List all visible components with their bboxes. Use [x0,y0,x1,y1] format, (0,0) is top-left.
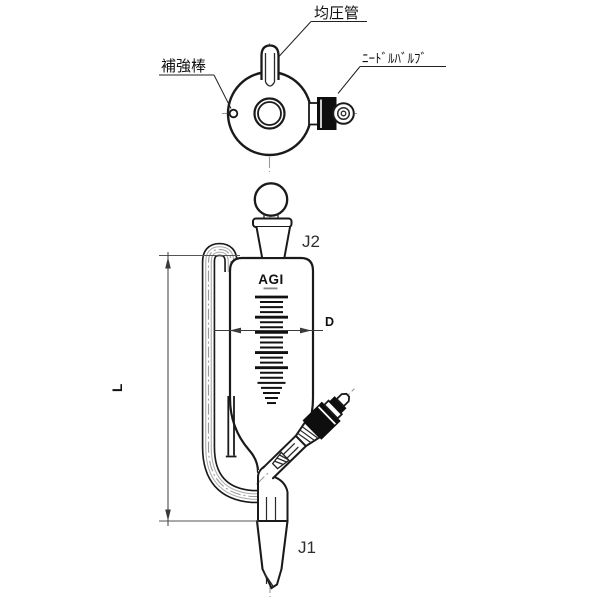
needle-valve-label: ﾆｰﾄﾞﾙﾊﾞﾙﾌﾞ [362,51,427,66]
neck-opening-inner [257,101,282,126]
l-arrow-bottom [165,509,171,521]
pressure-tube-top [260,44,280,80]
dimension-d: D [214,315,334,334]
joint-j2-label: J2 [302,232,320,251]
body-circle [226,70,313,157]
reinforcement-rod-leader [159,74,232,109]
joint-j2-fill [256,227,290,257]
reinforcement-rod-label: 補強棒 [161,58,206,75]
l-dim-label: L [110,384,125,392]
l-arrow-top [165,257,171,269]
valve-knob-center [340,110,347,117]
top-view [222,43,357,172]
valve-thread-hatch [297,426,318,444]
front-view: AGI [110,182,355,597]
agi-logo-subtext-mark [263,287,278,290]
vessel-fill [230,258,313,470]
outlet-stem [255,465,289,590]
d-dim-label: D [325,315,334,329]
needle-valve-front [256,388,355,485]
needle-valve-top [308,97,355,130]
dimension-l: L [110,252,258,526]
joint-j1-fill [257,521,288,569]
stopper-ball [253,182,289,217]
reinforcement-rod-section [228,108,239,119]
neck-opening-outer [253,97,286,130]
vessel-outline [228,256,315,474]
drip-tip-bevel [263,573,275,588]
arm-inner-leg-stub [225,396,237,458]
stopper [252,182,293,258]
callouts: 均圧管 補強棒 ﾆｰﾄﾞﾙﾊﾞﾙﾌﾞ [159,5,446,109]
elbow-and-stem-walls [257,465,289,522]
graduation-scale [255,295,288,405]
stopper-flange [252,217,293,228]
valve-cap-groove [317,406,337,425]
valve-port [308,102,319,126]
pressure-tube-bore [264,53,276,87]
joint-j1-label: J1 [298,538,316,557]
valve-tube-walls [261,434,307,480]
pressure-tube-leader [278,21,367,58]
agi-logo: AGI [258,272,284,287]
d-arrow-right [300,327,312,334]
valve-knob-outer [332,102,355,125]
valve-needle-detail [271,442,299,470]
valve-knob-mid [336,106,351,121]
pressure-tube-label: 均圧管 [314,5,359,22]
d-arrow-left [229,327,241,334]
needle-valve-leader [337,66,446,94]
valve-stem-tip [335,392,351,408]
joint-j2-sides [255,226,291,258]
joint-j1-outline [255,519,289,571]
